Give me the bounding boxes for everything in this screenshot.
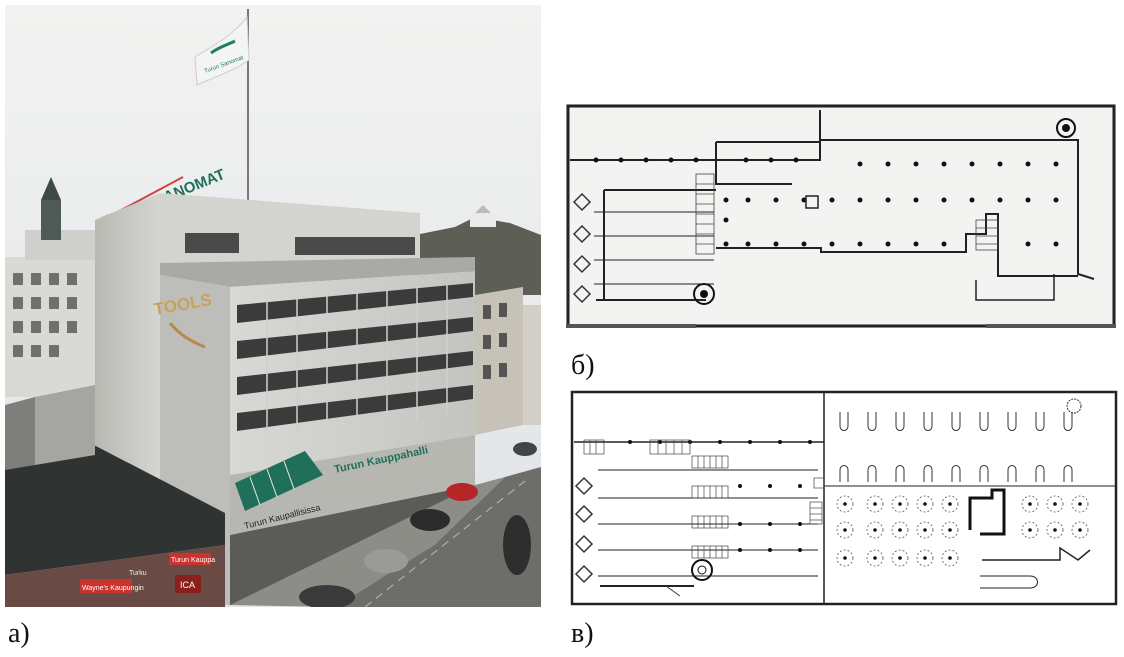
street (335, 467, 541, 607)
church-tower (41, 200, 61, 240)
sidewalk (230, 477, 505, 607)
market-hall-roof (5, 443, 225, 575)
cars (299, 442, 537, 609)
flag (194, 15, 250, 86)
floor-plan-lower (570, 390, 1118, 606)
sign-small-1: Turku (129, 570, 147, 577)
label-a: а) (8, 618, 30, 649)
floor-plan-upper (566, 104, 1116, 328)
sign-small-2: Wayne's Kaupungin (82, 585, 144, 592)
sign-small-4: ICA (180, 580, 195, 590)
label-v: в) (571, 618, 594, 649)
right-building (475, 287, 523, 435)
building-photo: Turun Sanomat TURUN SANOMAT TOOLS Turun … (5, 5, 541, 609)
sign-small-3: Turun Kauppa (171, 557, 215, 564)
label-b: б) (571, 350, 595, 381)
